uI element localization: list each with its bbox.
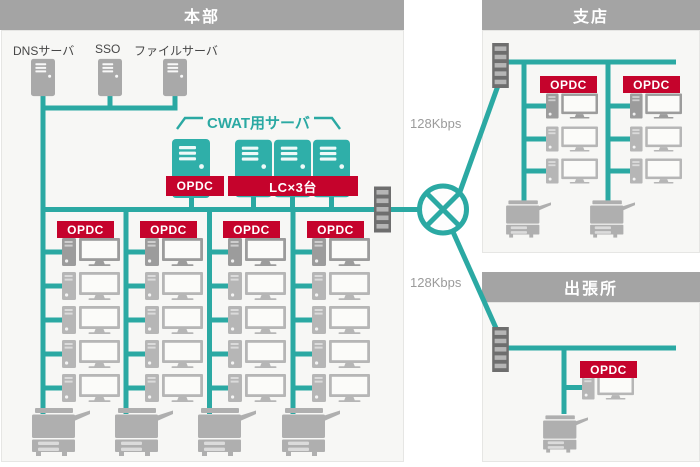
client-computer-icon xyxy=(312,340,370,368)
satellite-panel-header: 出張所 xyxy=(482,272,700,302)
opdc-badge: OPDC xyxy=(623,76,680,93)
opdc-badge: OPDC xyxy=(540,76,597,93)
printer-icon xyxy=(540,413,588,455)
client-computer-icon xyxy=(630,125,682,153)
satellite-title: 出張所 xyxy=(563,281,618,298)
client-computer-icon xyxy=(228,374,286,402)
dns-server-icon xyxy=(31,58,55,97)
client-computer-icon xyxy=(62,306,120,334)
client-computer-icon xyxy=(630,157,682,185)
client-computer-icon xyxy=(312,272,370,300)
client-computer-icon xyxy=(145,306,203,334)
wan-link-bottom-label: 128Kbps xyxy=(410,275,462,290)
client-computer-icon xyxy=(228,238,286,266)
wan-router-icon xyxy=(417,183,469,236)
sso-server-icon xyxy=(98,58,122,97)
client-computer-icon xyxy=(312,306,370,334)
client-computer-icon xyxy=(312,374,370,402)
wan-link-top-label: 128Kbps xyxy=(410,116,462,131)
cwat-brace-left-icon xyxy=(176,116,203,130)
cwat-opdc-badge: OPDC xyxy=(166,176,224,196)
client-computer-icon xyxy=(546,157,598,185)
client-computer-icon xyxy=(145,374,203,402)
client-computer-icon xyxy=(228,272,286,300)
client-computer-icon xyxy=(630,92,682,120)
client-computer-icon xyxy=(145,238,203,266)
client-computer-icon xyxy=(228,340,286,368)
client-computer-icon xyxy=(145,272,203,300)
opdc-badge: OPDC xyxy=(140,221,197,238)
lc-badge: LC×3台 xyxy=(228,176,358,196)
client-computer-icon xyxy=(546,92,598,120)
hq-switch-icon xyxy=(374,186,391,233)
client-computer-icon xyxy=(228,306,286,334)
hq-title: 本部 xyxy=(183,9,220,26)
cwat-server-group-label: CWAT用サーバ xyxy=(176,112,341,133)
branch-panel-header: 支店 xyxy=(482,0,700,30)
opdc-badge: OPDC xyxy=(57,221,114,238)
client-computer-icon xyxy=(145,340,203,368)
client-computer-icon xyxy=(62,272,120,300)
client-computer-icon xyxy=(62,340,120,368)
branch-title: 支店 xyxy=(572,9,609,26)
branch-switch-icon xyxy=(492,43,509,88)
sso-server-label: SSO xyxy=(95,42,121,56)
printer-icon xyxy=(503,198,551,240)
client-computer-icon xyxy=(62,238,120,266)
opdc-badge: OPDC xyxy=(223,221,280,238)
cwat-brace-right-icon xyxy=(313,116,341,130)
satellite-switch-icon xyxy=(492,327,509,372)
client-computer-icon xyxy=(62,374,120,402)
printer-icon xyxy=(194,408,256,456)
client-computer-icon xyxy=(546,125,598,153)
hq-panel-header: 本部 xyxy=(0,0,404,30)
printer-icon xyxy=(278,408,340,456)
opdc-badge: OPDC xyxy=(580,361,637,378)
opdc-badge: OPDC xyxy=(307,221,364,238)
dns-server-label: DNSサーバ xyxy=(13,44,75,58)
printer-icon xyxy=(28,408,90,456)
file-server-label: ファイルサーバ xyxy=(134,44,218,58)
printer-icon xyxy=(587,198,635,240)
file-server-icon xyxy=(163,58,187,97)
printer-icon xyxy=(111,408,173,456)
client-computer-icon xyxy=(312,238,370,266)
